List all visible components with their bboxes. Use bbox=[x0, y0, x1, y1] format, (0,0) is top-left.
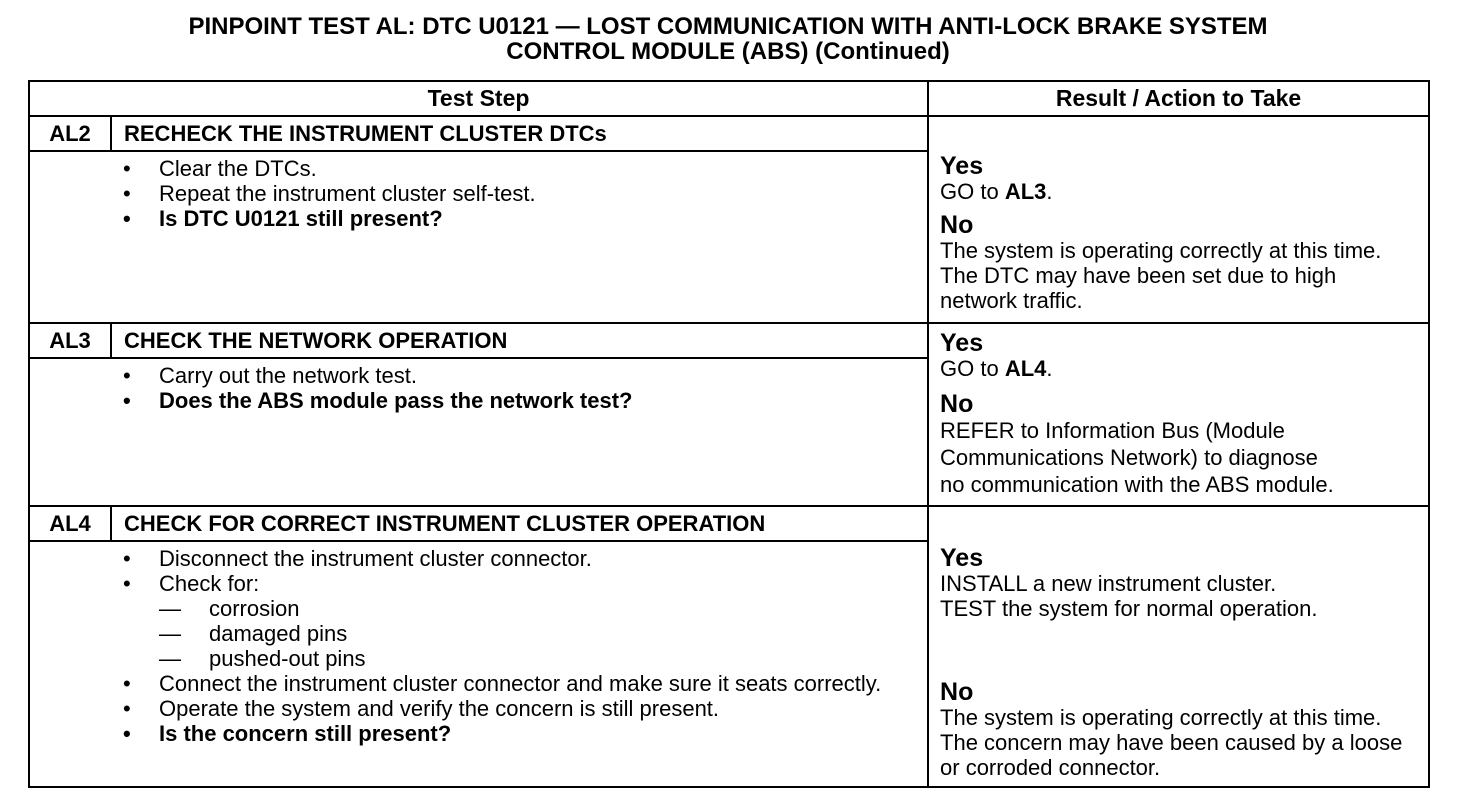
step-reference: AL3 bbox=[1004, 179, 1047, 204]
step-id: AL3 bbox=[28, 322, 112, 359]
step-al2-title-row: AL2 RECHECK THE INSTRUMENT CLUSTER DTCs … bbox=[28, 115, 1431, 324]
pinpoint-test-table: Test Step Result / Action to Take AL2 RE… bbox=[27, 80, 1431, 788]
step-id: AL4 bbox=[28, 505, 112, 542]
step-reference: AL4 bbox=[1004, 356, 1047, 381]
header-result: Result / Action to Take bbox=[927, 80, 1431, 117]
table-header-row: Test Step Result / Action to Take bbox=[27, 80, 1431, 117]
step-title: CHECK FOR CORRECT INSTRUMENT CLUSTER OPE… bbox=[109, 505, 930, 542]
step-al3-instructions: Carry out the network test. Does the ABS… bbox=[111, 357, 930, 507]
yes-label: Yes bbox=[940, 152, 984, 180]
no-action: The system is operating correctly at thi… bbox=[940, 238, 1382, 313]
step-al2-result: Yes GO to AL3. No The system is operatin… bbox=[927, 115, 1431, 324]
step-al3-body-row: Carry out the network test. Does the ABS… bbox=[28, 357, 1429, 507]
step-id: AL2 bbox=[28, 115, 112, 152]
title-line-2: CONTROL MODULE (ABS) (Continued) bbox=[506, 38, 950, 65]
step-al3-title-row: AL3 CHECK THE NETWORK OPERATION Yes GO t… bbox=[28, 322, 1431, 507]
yes-label: Yes bbox=[940, 329, 984, 357]
step-al3-result: Yes GO to AL4. No REFER to Information B… bbox=[927, 322, 1431, 507]
list-item: Disconnect the instrument cluster connec… bbox=[111, 546, 927, 571]
step-al2-body-row: Clear the DTCs. Repeat the instrument cl… bbox=[28, 150, 1429, 324]
sub-list-item: pushed-out pins bbox=[159, 646, 927, 671]
step-al4-result: Yes INSTALL a new instrument cluster. TE… bbox=[927, 505, 1431, 788]
sub-list-item: damaged pins bbox=[159, 621, 927, 646]
yes-action: GO to AL4. bbox=[940, 356, 1053, 381]
no-label: No bbox=[940, 678, 974, 706]
step-al4-body-row: Disconnect the instrument cluster connec… bbox=[28, 540, 1429, 788]
list-item: Connect the instrument cluster connector… bbox=[111, 671, 927, 696]
sub-list-item: corrosion bbox=[159, 596, 927, 621]
list-item-question: Is the concern still present? bbox=[111, 721, 927, 746]
no-label: No bbox=[940, 211, 974, 239]
title-line-1: PINPOINT TEST AL: DTC U0121 — LOST COMMU… bbox=[188, 13, 1268, 40]
step-title: CHECK THE NETWORK OPERATION bbox=[109, 322, 930, 359]
list-item: Operate the system and verify the concer… bbox=[111, 696, 927, 721]
list-item: Repeat the instrument cluster self-test. bbox=[111, 181, 927, 206]
list-item: Clear the DTCs. bbox=[111, 156, 927, 181]
no-action: The system is operating correctly at thi… bbox=[940, 705, 1403, 780]
yes-action: INSTALL a new instrument cluster. TEST t… bbox=[940, 571, 1318, 621]
list-item: Carry out the network test. bbox=[111, 363, 927, 388]
step-al4-title-row: AL4 CHECK FOR CORRECT INSTRUMENT CLUSTER… bbox=[28, 505, 1431, 788]
yes-label: Yes bbox=[940, 544, 984, 572]
step-al2-instructions: Clear the DTCs. Repeat the instrument cl… bbox=[111, 150, 930, 324]
sub-list: corrosion damaged pins pushed-out pins bbox=[159, 596, 927, 671]
no-label: No bbox=[940, 390, 974, 418]
list-item: Check for: corrosion damaged pins pushed… bbox=[111, 571, 927, 671]
yes-action: GO to AL3. bbox=[940, 179, 1053, 204]
list-item-question: Does the ABS module pass the network tes… bbox=[111, 388, 927, 413]
no-action: REFER to Information Bus (Module Communi… bbox=[940, 418, 1334, 497]
list-item-question: Is DTC U0121 still present? bbox=[111, 206, 927, 231]
page-title: PINPOINT TEST AL: DTC U0121 — LOST COMMU… bbox=[0, 14, 1456, 64]
step-al4-instructions: Disconnect the instrument cluster connec… bbox=[111, 540, 930, 788]
step-title: RECHECK THE INSTRUMENT CLUSTER DTCs bbox=[109, 115, 930, 152]
header-test-step: Test Step bbox=[27, 80, 930, 117]
